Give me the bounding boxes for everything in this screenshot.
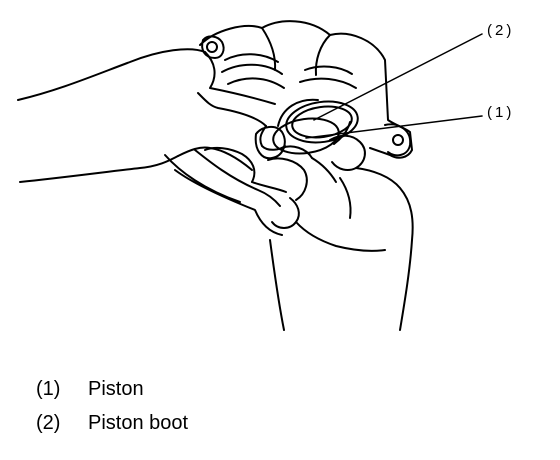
caliper-body bbox=[164, 20, 413, 236]
piston-removal-illustration bbox=[17, 20, 483, 331]
thumb-and-fingers bbox=[204, 126, 313, 229]
lower-hand bbox=[269, 134, 414, 331]
leader-lines bbox=[305, 33, 483, 139]
legend: (1) Piston (2) Piston boot bbox=[36, 372, 188, 440]
upper-hand bbox=[17, 48, 286, 183]
legend-text: Piston bbox=[88, 378, 144, 400]
legend-number: (1) bbox=[36, 378, 61, 400]
legend-text: Piston boot bbox=[88, 412, 189, 434]
legend-number: (2) bbox=[36, 412, 61, 434]
legend-row-piston: (1) Piston bbox=[36, 372, 188, 406]
callout-piston: (1) bbox=[487, 104, 515, 121]
legend-row-piston-boot: (2) Piston boot bbox=[36, 406, 188, 440]
callout-piston-boot: (2) bbox=[487, 22, 515, 39]
